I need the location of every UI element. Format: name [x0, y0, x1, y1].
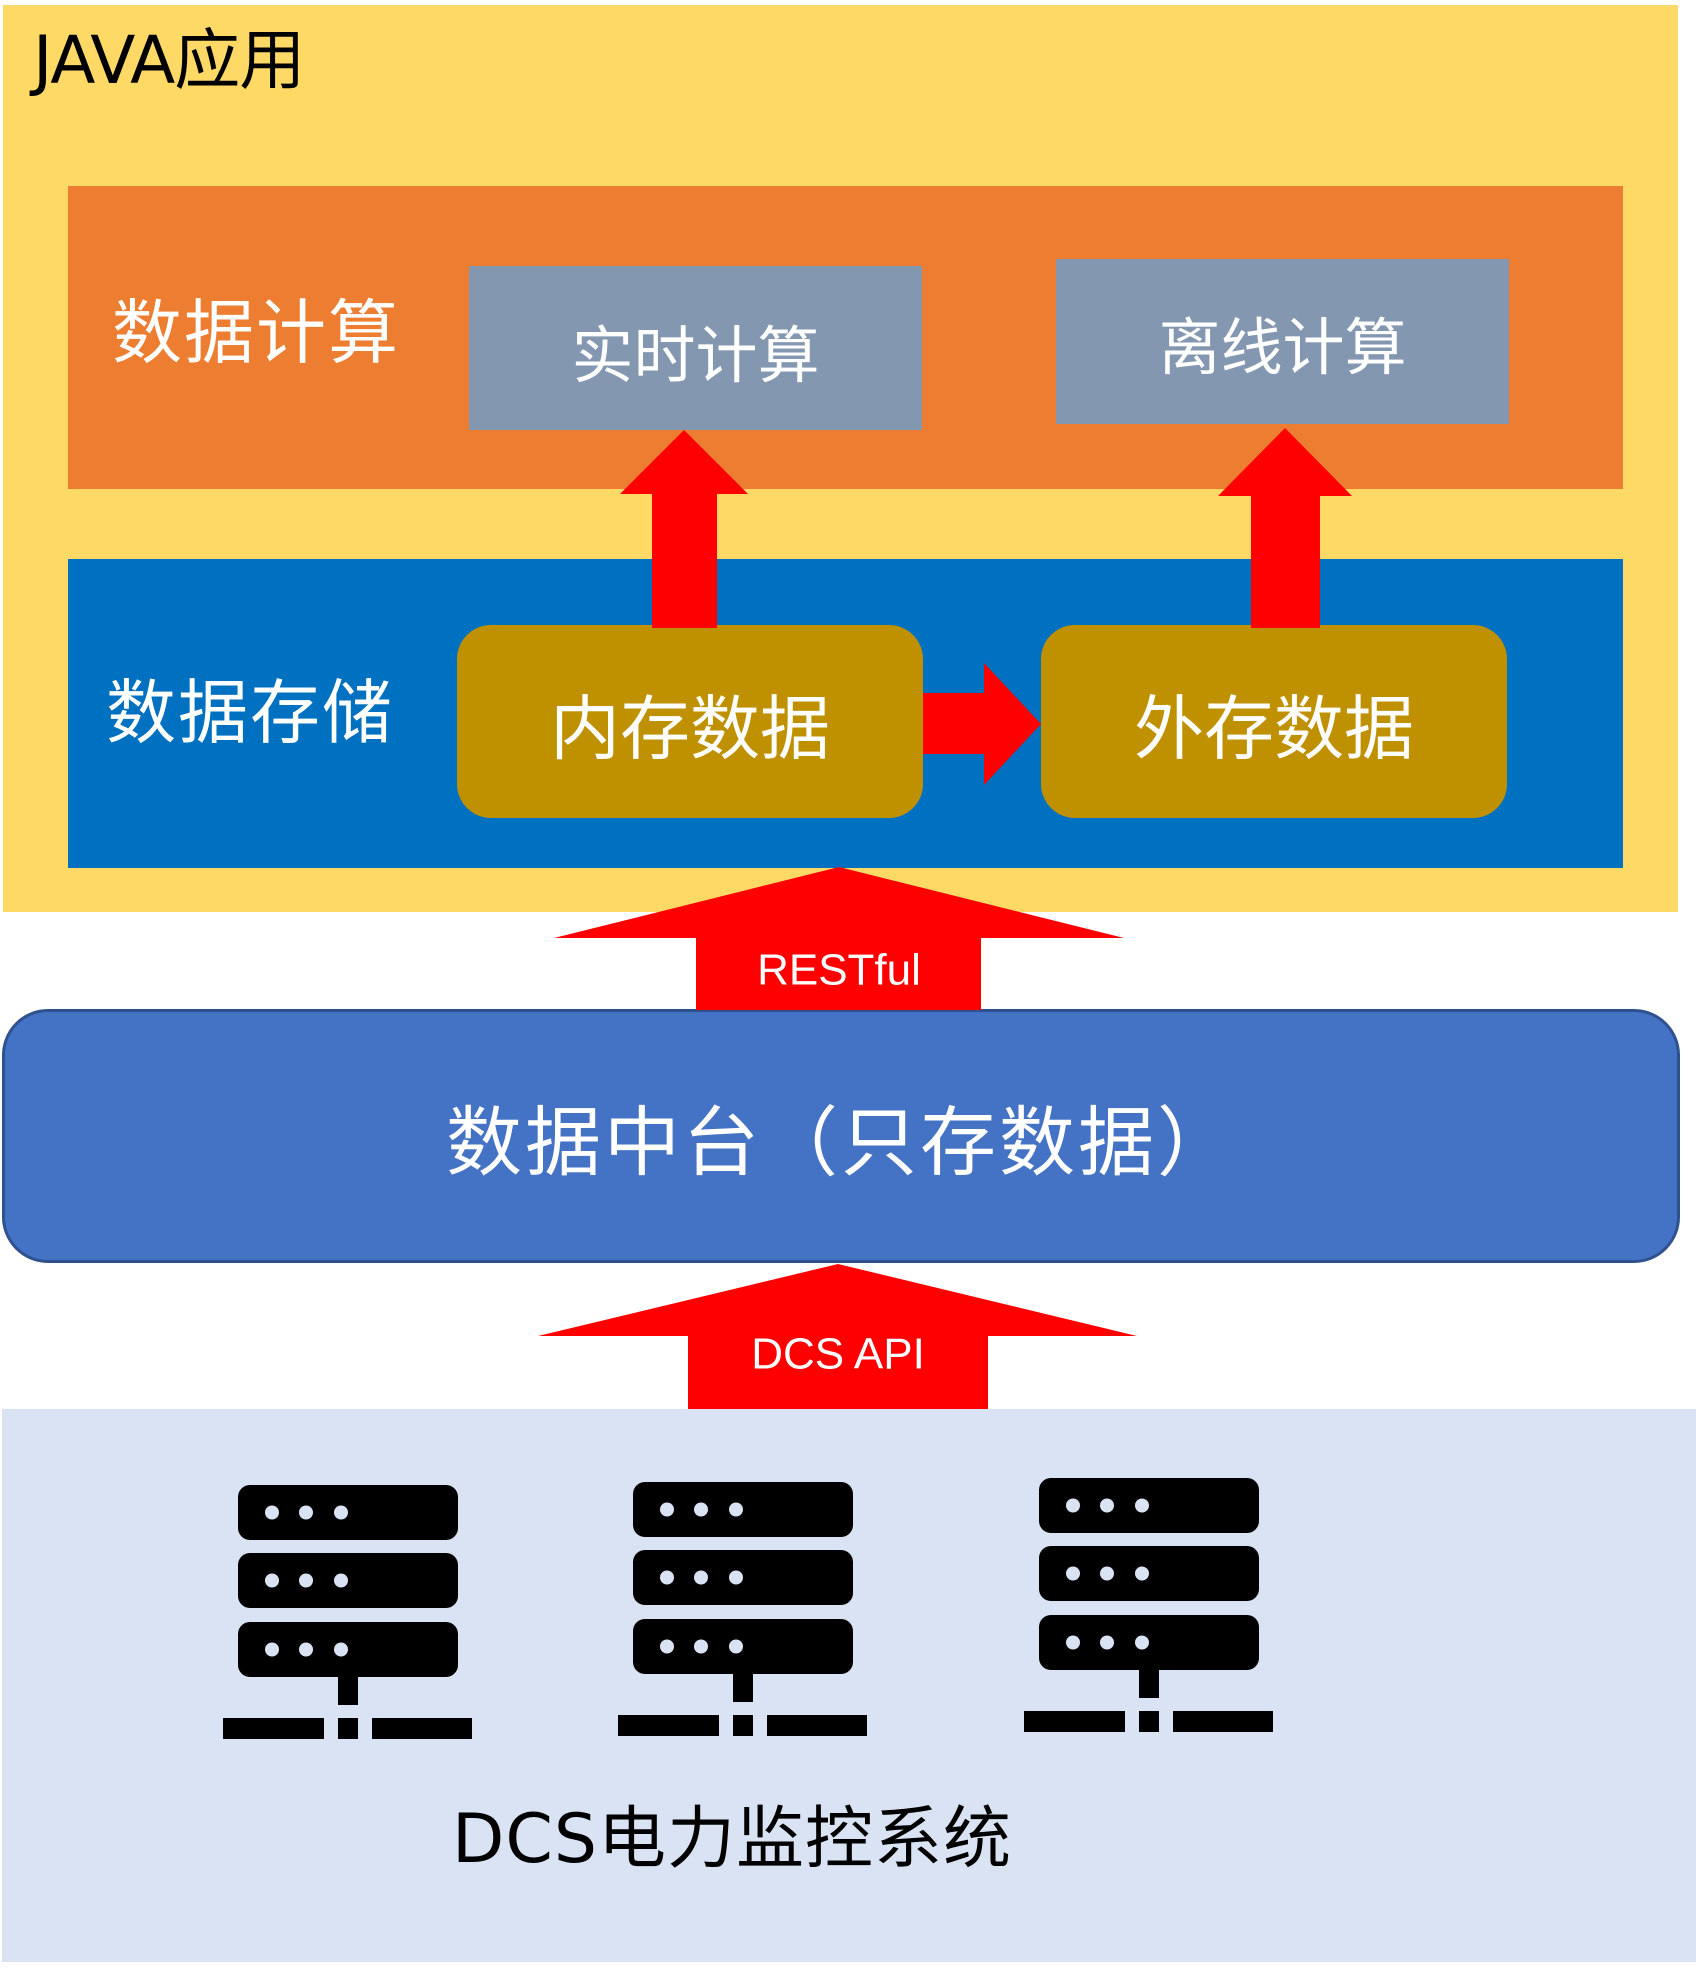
data-platform-label: 数据中台（只存数据）	[446, 1098, 1236, 1187]
disk-data-box[interactable]: 外存数据	[1041, 625, 1507, 818]
dcs-api-arrow: DCS API	[538, 1264, 1137, 1409]
data-platform-box[interactable]: 数据中台（只存数据）	[2, 1009, 1680, 1263]
memory-data-box[interactable]: 内存数据	[457, 625, 923, 818]
storage-layer-label: 数据存储	[106, 672, 394, 754]
memory-data-label: 内存数据	[550, 688, 830, 770]
dcs-api-arrow-shape	[538, 1264, 1137, 1409]
java-app-title: JAVA应用	[33, 22, 305, 99]
compute-layer-label: 数据计算	[112, 292, 400, 374]
dcs-system-panel	[2, 1409, 1696, 1962]
dcs-system-label: DCS电力监控系统	[452, 1800, 1013, 1879]
offline-compute-box[interactable]: 离线计算	[1056, 259, 1509, 424]
realtime-compute-box[interactable]: 实时计算	[469, 266, 922, 430]
dcs-api-label: DCS API	[751, 1330, 925, 1379]
restful-label: RESTful	[757, 946, 921, 995]
realtime-compute-label: 实时计算	[571, 319, 820, 392]
offline-compute-label: 离线计算	[1158, 310, 1407, 384]
disk-data-label: 外存数据	[1134, 688, 1414, 770]
